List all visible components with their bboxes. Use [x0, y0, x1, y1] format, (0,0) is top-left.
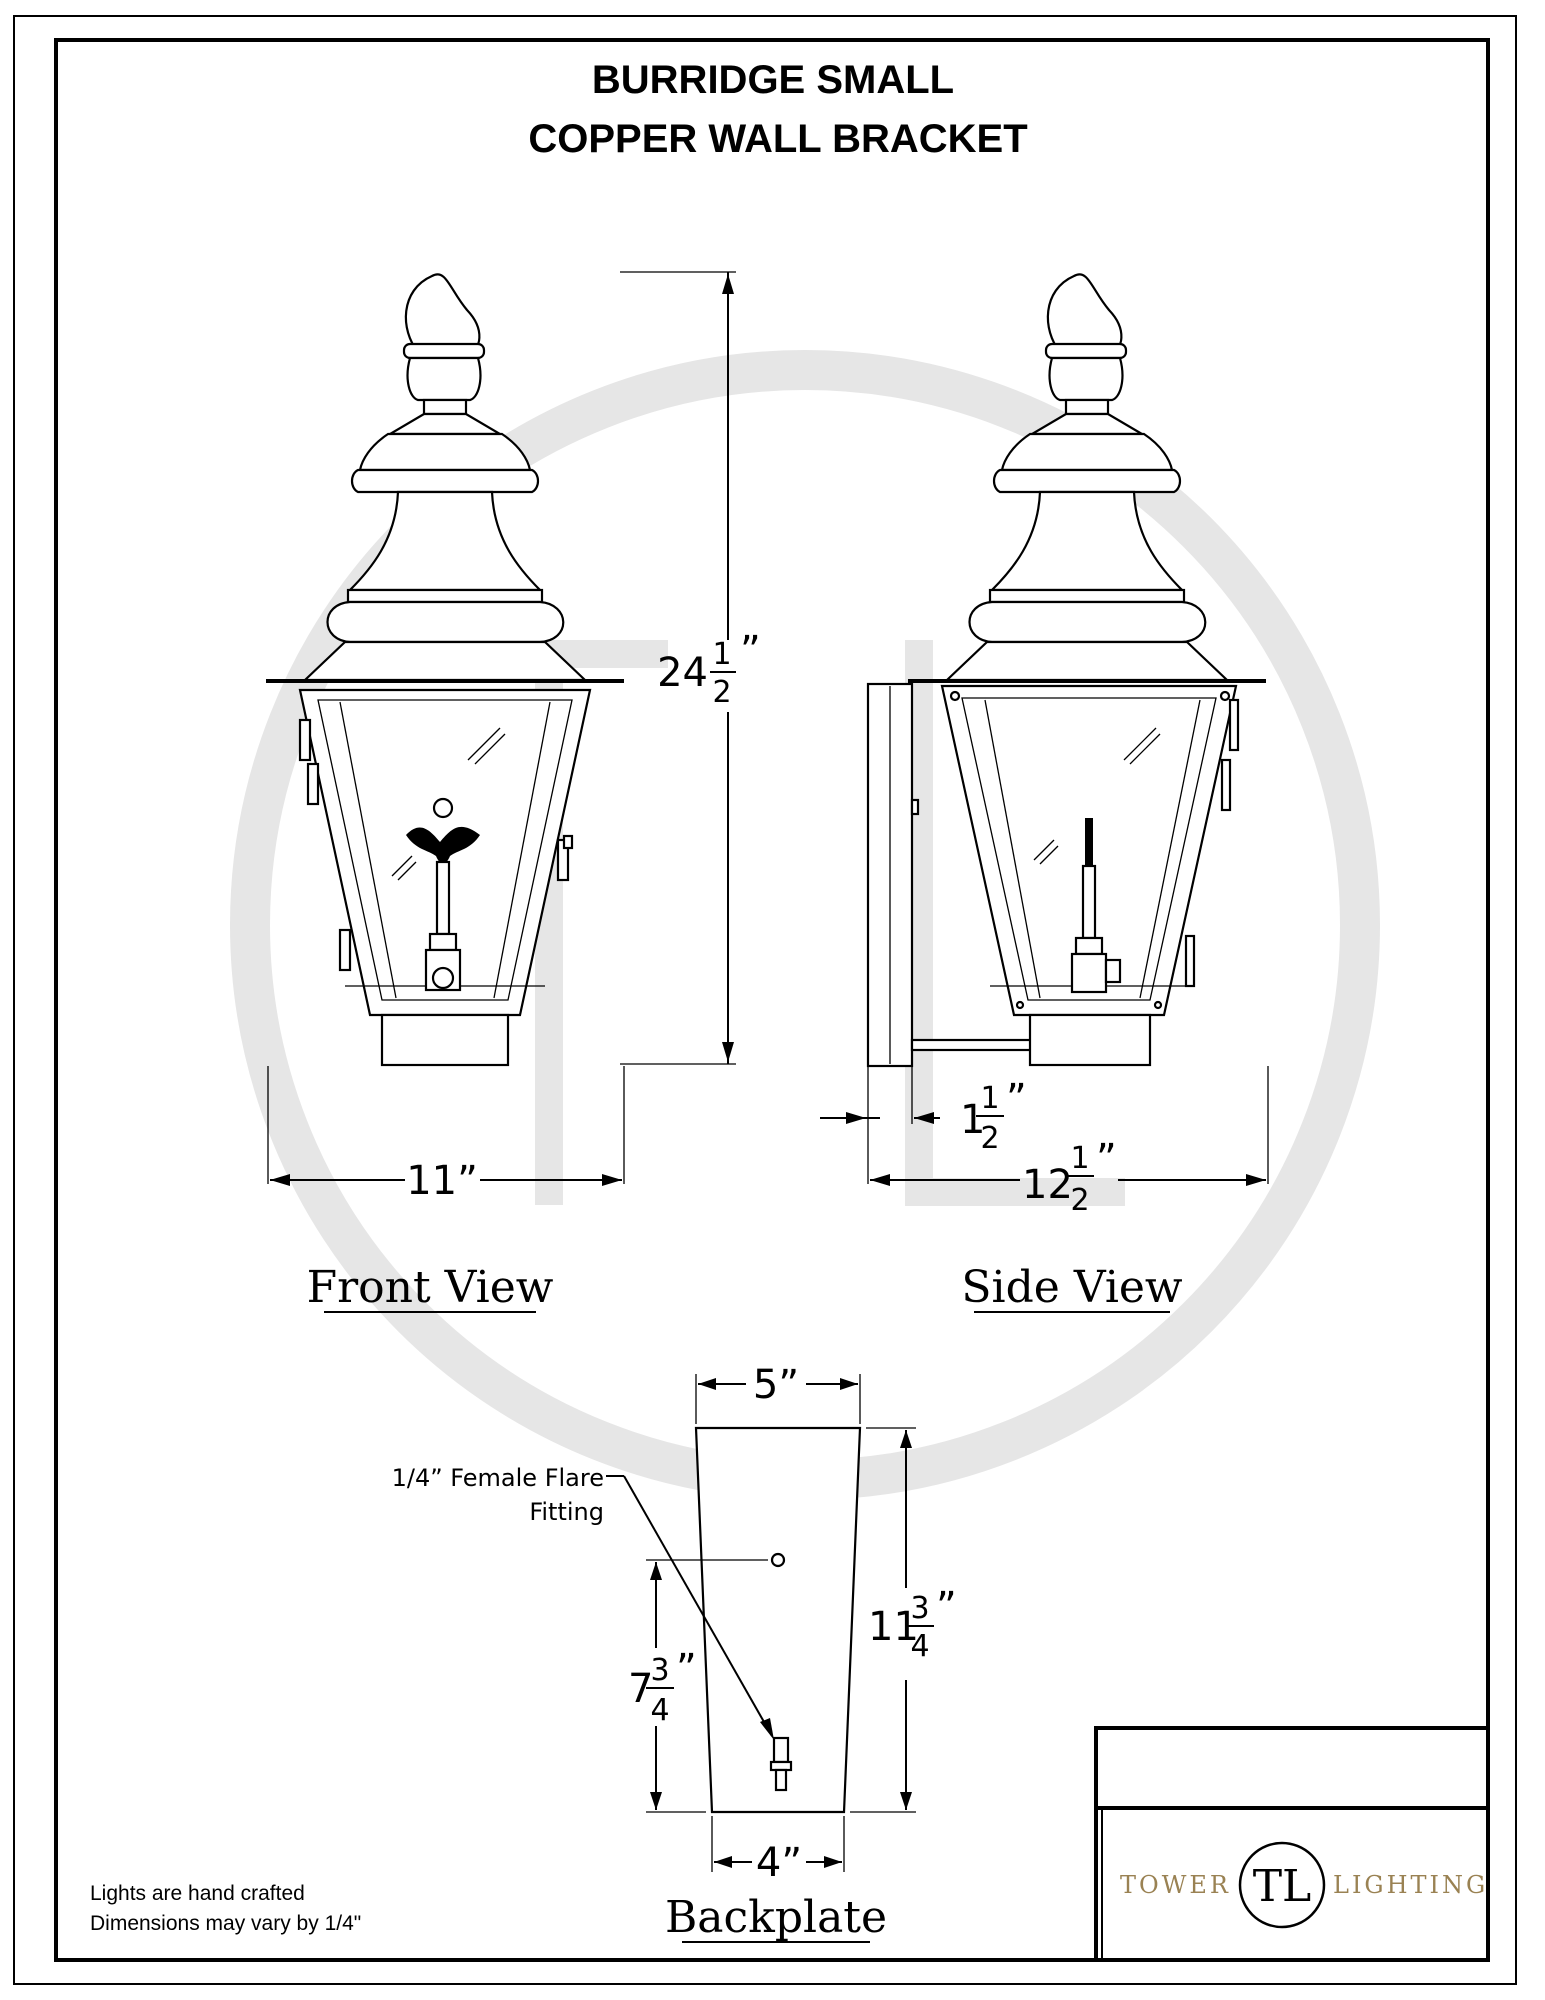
- side-offset-dimension: 1 1 2 ”: [820, 1066, 1027, 1156]
- side-view-label: Side View: [961, 1262, 1183, 1313]
- fitting-height-unit: ”: [676, 1646, 697, 1692]
- fitting-height-denominator: 4: [650, 1693, 669, 1728]
- backplate-bottom-dimension: 4”: [711, 1816, 845, 1886]
- front-view-label: Front View: [307, 1262, 554, 1313]
- side-view-lantern: [866, 273, 1266, 1068]
- brand-logo-circle: [1238, 1841, 1326, 1929]
- front-height-numerator: 1: [712, 637, 731, 672]
- side-offset-numerator: 1: [980, 1081, 999, 1116]
- side-offset-denominator: 2: [980, 1121, 999, 1156]
- brand-lighting: LIGHTING: [1333, 1871, 1488, 1899]
- side-depth-numerator: 1: [1070, 1141, 1089, 1176]
- backplate-top-width: 5”: [753, 1362, 799, 1408]
- front-height-unit: ”: [740, 628, 761, 674]
- front-height-dimension: 24 1 2 ”: [620, 271, 761, 1065]
- backplate-label: Backplate: [665, 1892, 887, 1943]
- fitting-height-numerator: 3: [650, 1653, 669, 1688]
- title-line-2: COPPER WALL BRACKET: [528, 117, 1027, 161]
- note-dimensions: Dimensions may vary by 1/4": [90, 1912, 361, 1935]
- backplate-height-numerator: 3: [910, 1591, 929, 1626]
- front-width-dimension: 11”: [267, 1066, 625, 1204]
- front-width-label: 11”: [406, 1158, 478, 1204]
- backplate-bottom-width: 4”: [756, 1840, 802, 1886]
- backplate-height-denominator: 4: [910, 1629, 929, 1664]
- side-depth-unit: ”: [1096, 1136, 1117, 1182]
- front-height-whole: 24: [657, 650, 708, 696]
- fitting-callout: 1/4” Female Flare Fitting: [392, 1464, 774, 1740]
- front-height-denominator: 2: [712, 675, 731, 710]
- side-depth-whole: 12: [1022, 1162, 1073, 1208]
- backplate-height-dimension: 11 3 4 ”: [850, 1427, 957, 1813]
- backplate-fitting-dimension: 7 3 4 ”: [628, 1559, 768, 1813]
- side-depth-dimension: 12 1 2 ”: [867, 1066, 1269, 1218]
- side-offset-whole: 1: [960, 1097, 985, 1143]
- brand-tower: TOWER: [1120, 1871, 1231, 1899]
- note-hand-crafted: Lights are hand crafted: [90, 1882, 305, 1905]
- front-view-lantern: [266, 273, 624, 1067]
- outer-border: [13, 15, 1517, 1985]
- title-line-1: BURRIDGE SMALL: [592, 58, 954, 102]
- side-depth-denominator: 2: [1070, 1183, 1089, 1218]
- fitting-callout-line-2: Fitting: [529, 1498, 604, 1526]
- inner-border: [54, 38, 1490, 1962]
- backplate-drawing: [694, 1426, 862, 1814]
- title-block: TOWER TL LIGHTING: [1094, 1726, 1490, 1962]
- fitting-callout-line-1: 1/4” Female Flare: [392, 1464, 604, 1492]
- backplate-height-unit: ”: [936, 1584, 957, 1630]
- brand-logo-monogram: TL: [1253, 1861, 1312, 1912]
- side-offset-unit: ”: [1006, 1076, 1027, 1122]
- backplate-top-dimension: 5”: [695, 1362, 861, 1424]
